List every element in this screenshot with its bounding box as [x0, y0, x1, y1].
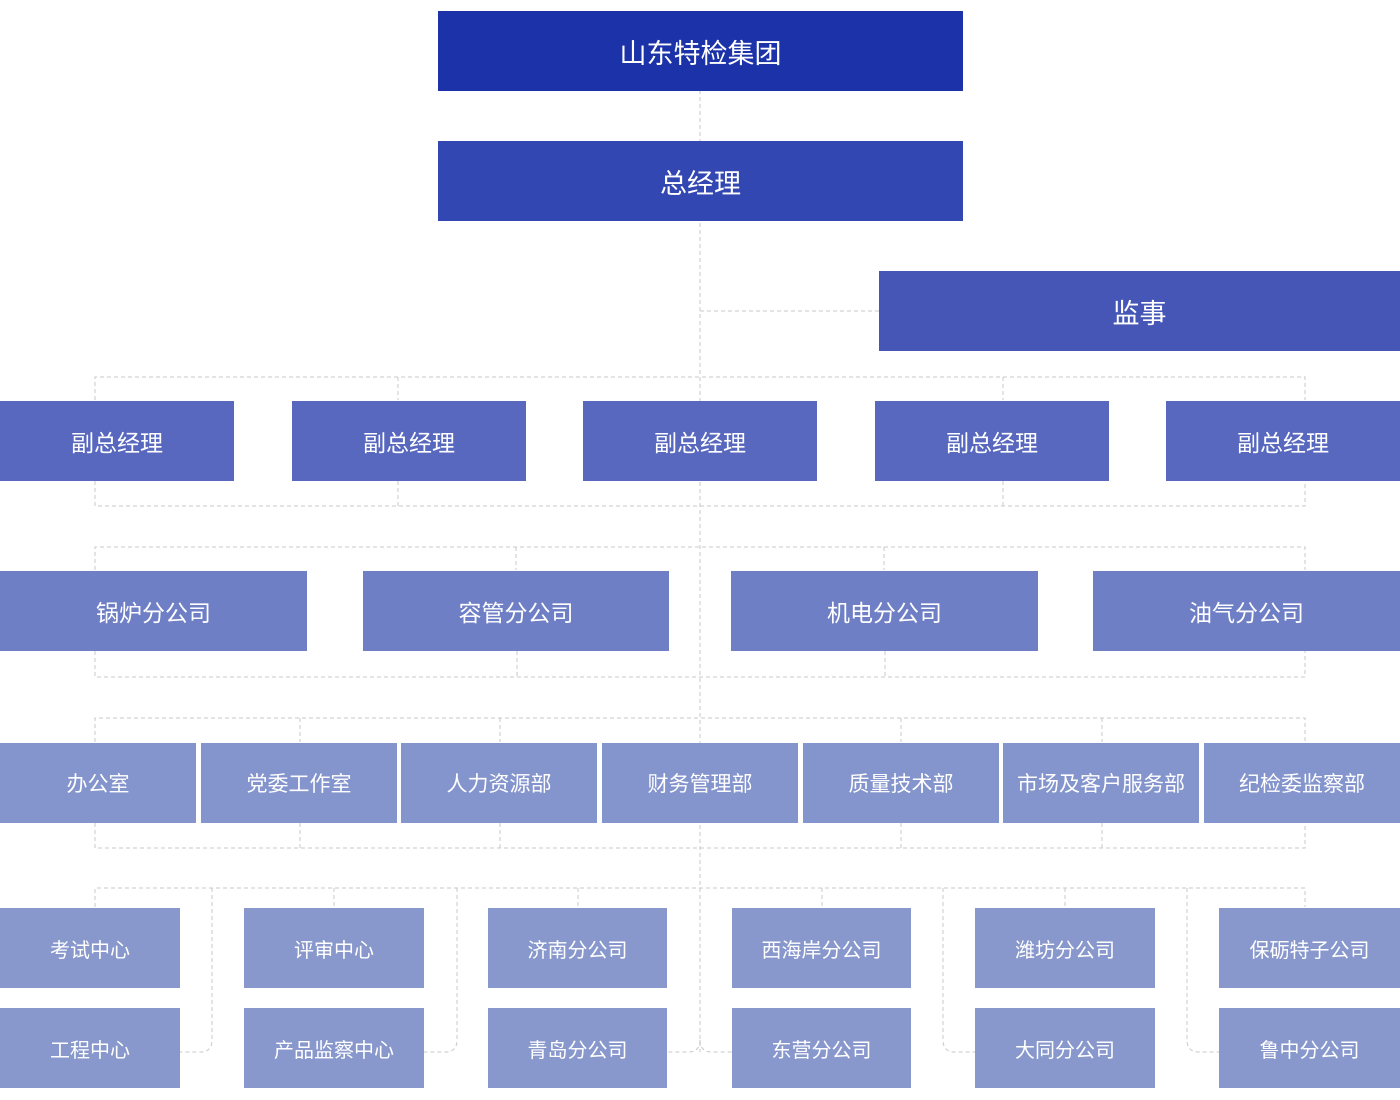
- deputy-node: 副总经理: [583, 401, 817, 481]
- unit-node: 工程中心: [0, 1008, 180, 1088]
- branch-bracket: [94, 546, 1306, 678]
- unit-drop-5: [942, 888, 975, 1053]
- department-node: 市场及客户服务部: [1003, 743, 1199, 823]
- department-bracket: [94, 717, 1306, 849]
- department-node: 党委工作室: [201, 743, 397, 823]
- unit-drop-2: [424, 888, 458, 1053]
- deputy-node: 副总经理: [292, 401, 526, 481]
- department-node: 人力资源部: [401, 743, 597, 823]
- branch-node: 锅炉分公司: [0, 571, 307, 651]
- unit-node: 保砺特子公司: [1219, 908, 1400, 988]
- unit-node: 鲁中分公司: [1219, 1008, 1400, 1088]
- unit-node: 产品监察中心: [244, 1008, 424, 1088]
- unit-drop-3: [667, 1039, 701, 1053]
- deputy-bracket: [94, 376, 1306, 507]
- branch-node: 油气分公司: [1093, 571, 1400, 651]
- deputy-node: 副总经理: [1166, 401, 1400, 481]
- unit-node: 青岛分公司: [488, 1008, 667, 1088]
- unit-node: 东营分公司: [732, 1008, 911, 1088]
- branch-node: 机电分公司: [731, 571, 1038, 651]
- unit-drop-4: [699, 1039, 732, 1053]
- department-node: 质量技术部: [803, 743, 999, 823]
- unit-node: 济南分公司: [488, 908, 667, 988]
- department-node: 办公室: [0, 743, 196, 823]
- unit-bracket: [94, 887, 1306, 907]
- branch-node: 容管分公司: [363, 571, 669, 651]
- deputy-node: 副总经理: [875, 401, 1109, 481]
- department-node: 财务管理部: [602, 743, 798, 823]
- unit-drop-6: [1186, 888, 1219, 1053]
- unit-node: 考试中心: [0, 908, 180, 988]
- department-node: 纪检委监察部: [1204, 743, 1400, 823]
- deputy-node: 副总经理: [0, 401, 234, 481]
- root-node: 山东特检集团: [438, 11, 963, 91]
- supervisor-node: 监事: [879, 271, 1400, 351]
- unit-node: 潍坊分公司: [975, 908, 1155, 988]
- unit-drop-1: [180, 888, 213, 1053]
- unit-node: 西海岸分公司: [732, 908, 911, 988]
- unit-node: 大同分公司: [975, 1008, 1155, 1088]
- unit-node: 评审中心: [244, 908, 424, 988]
- general-manager-node: 总经理: [438, 141, 963, 221]
